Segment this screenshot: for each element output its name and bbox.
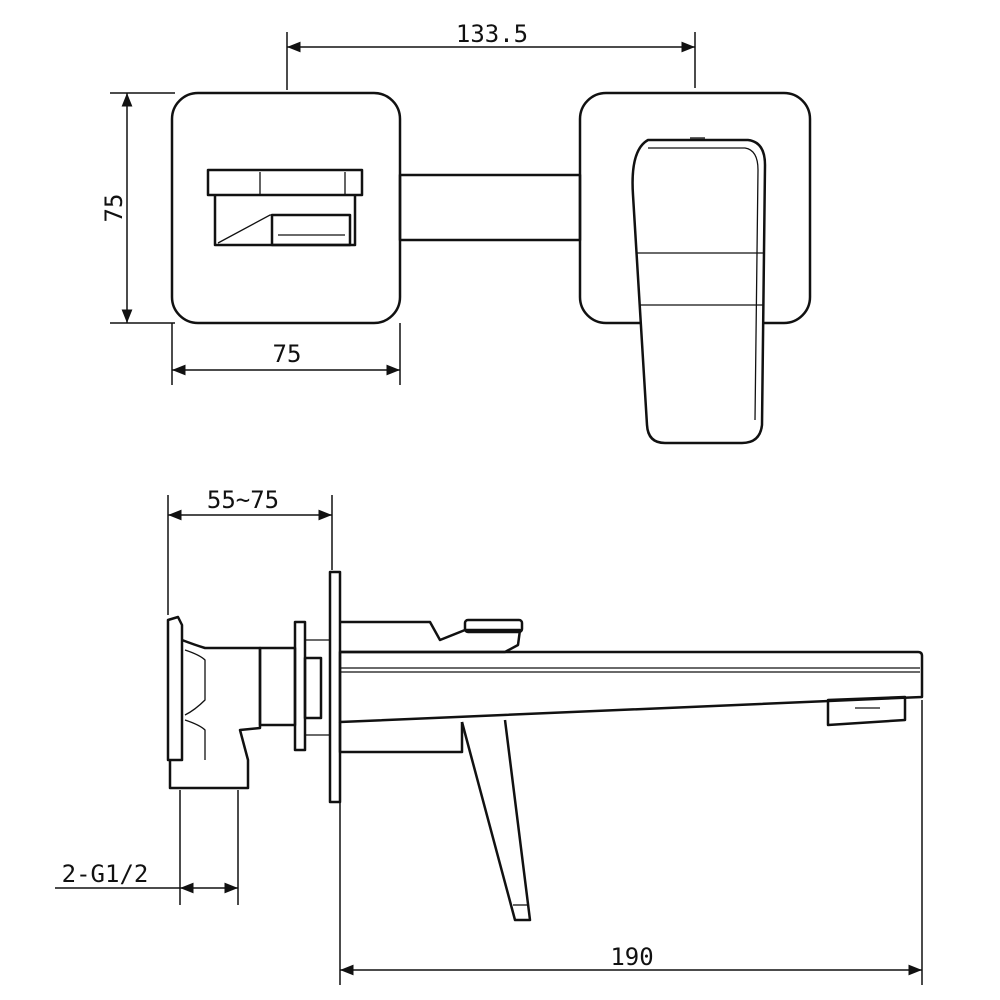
dimension-centers: 133.5 <box>286 20 696 90</box>
dimension-label-plate-width: 75 <box>273 340 302 368</box>
spout-outlet <box>206 168 364 247</box>
connecting-pipe <box>398 173 582 242</box>
side-view: 55~75 2-G1/2 190 <box>55 486 924 985</box>
dimension-label-plate-height: 75 <box>100 194 128 223</box>
mixer-body-side <box>338 618 524 754</box>
dimension-label-centers: 133.5 <box>456 20 528 48</box>
mixer-lever-side <box>460 719 532 922</box>
dimension-spout-length: 190 <box>339 700 923 985</box>
spout-side <box>338 650 924 727</box>
dimension-inlet: 2-G1/2 <box>55 790 239 905</box>
dimension-plate-height: 75 <box>100 92 175 324</box>
dimension-wall-depth: 55~75 <box>167 486 333 615</box>
dimension-label-spout-length: 190 <box>610 943 653 971</box>
concealed-valve-body <box>166 615 330 790</box>
dimension-plate-width: 75 <box>171 323 401 385</box>
wall-plate-side <box>328 570 342 804</box>
dimension-label-wall-depth: 55~75 <box>207 486 279 514</box>
spout-wall-plate <box>170 91 402 325</box>
dimension-label-inlet: 2-G1/2 <box>62 860 149 888</box>
mixer-handle <box>631 137 767 445</box>
top-view: 133.5 75 75 <box>100 20 812 445</box>
